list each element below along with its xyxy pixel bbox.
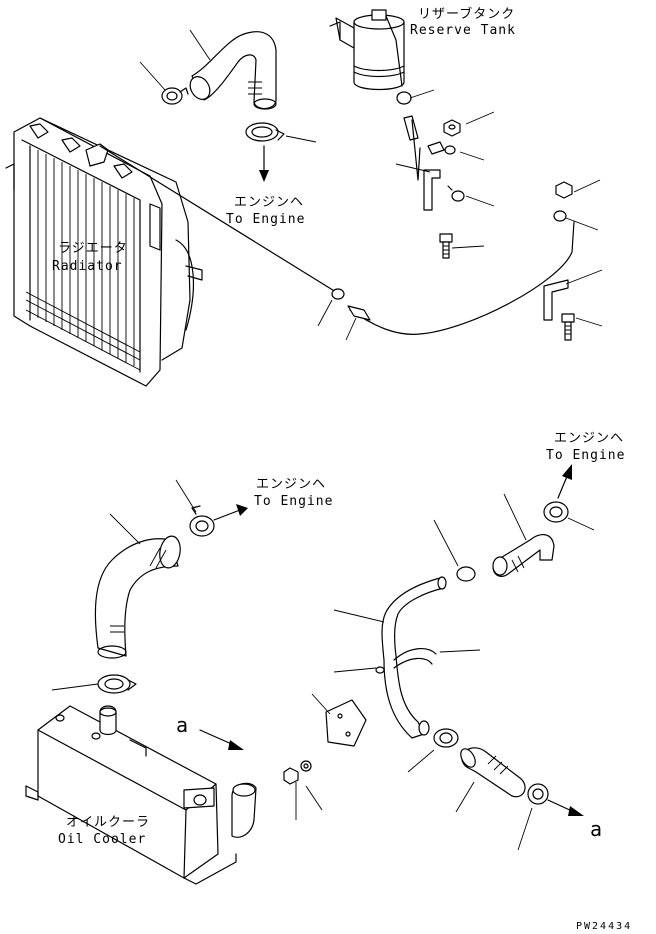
radiator-label-jp: ラジエータ (58, 241, 128, 256)
bolt (439, 233, 453, 259)
to-engine-label-jp: エンジンヘ (554, 431, 624, 446)
hose-clamp (456, 566, 476, 582)
hose-clamp (553, 210, 567, 222)
upper-hose (189, 31, 277, 110)
bracket (423, 169, 441, 211)
hose-clamp (447, 185, 465, 202)
nut (555, 181, 573, 199)
reference-a-label: a (590, 817, 602, 841)
to-engine-label-jp: エンジンヘ (256, 477, 326, 492)
reference-a-label: a (176, 713, 188, 737)
to-engine-label-en: To Engine (254, 494, 333, 509)
radiator (5, 117, 203, 387)
hose-clamp (97, 674, 137, 694)
oil-cooler (25, 705, 257, 885)
bolt (561, 313, 575, 341)
hose-piece (347, 305, 371, 321)
arrow-down-icon (259, 145, 269, 182)
u-bolt (375, 648, 437, 674)
reserve-tank-label-jp: リザーブタンク (418, 6, 515, 22)
hose-piece (403, 115, 419, 141)
bypass-pipe (381, 576, 447, 739)
arrow-right-icon (213, 504, 248, 521)
hose-clamp (161, 87, 189, 105)
hose-clamp (433, 728, 459, 748)
hose-clamp (245, 122, 285, 142)
to-engine-label-jp: エンジンヘ (234, 195, 304, 210)
hose-clamp (527, 783, 549, 805)
engine-hose (492, 534, 555, 577)
hose-clamp (543, 501, 569, 523)
nut (443, 119, 461, 137)
to-engine-label-en: To Engine (546, 448, 625, 463)
radiator-hose (94, 535, 181, 659)
bracket (543, 279, 569, 321)
washer (300, 760, 312, 772)
to-engine-label-en: To Engine (226, 212, 305, 227)
hose-clamp (396, 91, 412, 105)
arrow-right-icon (547, 799, 584, 816)
hose-clamp (331, 288, 345, 300)
overflow-tube (99, 119, 575, 335)
arrow-right-icon (199, 729, 244, 750)
oil-cooler-hose (460, 747, 526, 798)
nut (283, 767, 299, 785)
leader-lines (51, 479, 595, 851)
drawing-code: PW24434 (576, 921, 632, 932)
oil-cooler-label-jp: オイルクーラ (66, 815, 150, 830)
bracket (325, 699, 367, 747)
oil-cooler-label-en: Oil Cooler (58, 832, 146, 847)
radiator-label-en: Radiator (52, 259, 123, 274)
reserve-tank (329, 9, 405, 91)
fitting (427, 141, 456, 155)
arrow-up-icon (557, 464, 572, 499)
leader-lines (139, 29, 603, 341)
hose-clamp (189, 505, 215, 537)
reserve-tank-label-en: Reserve Tank (410, 23, 516, 38)
